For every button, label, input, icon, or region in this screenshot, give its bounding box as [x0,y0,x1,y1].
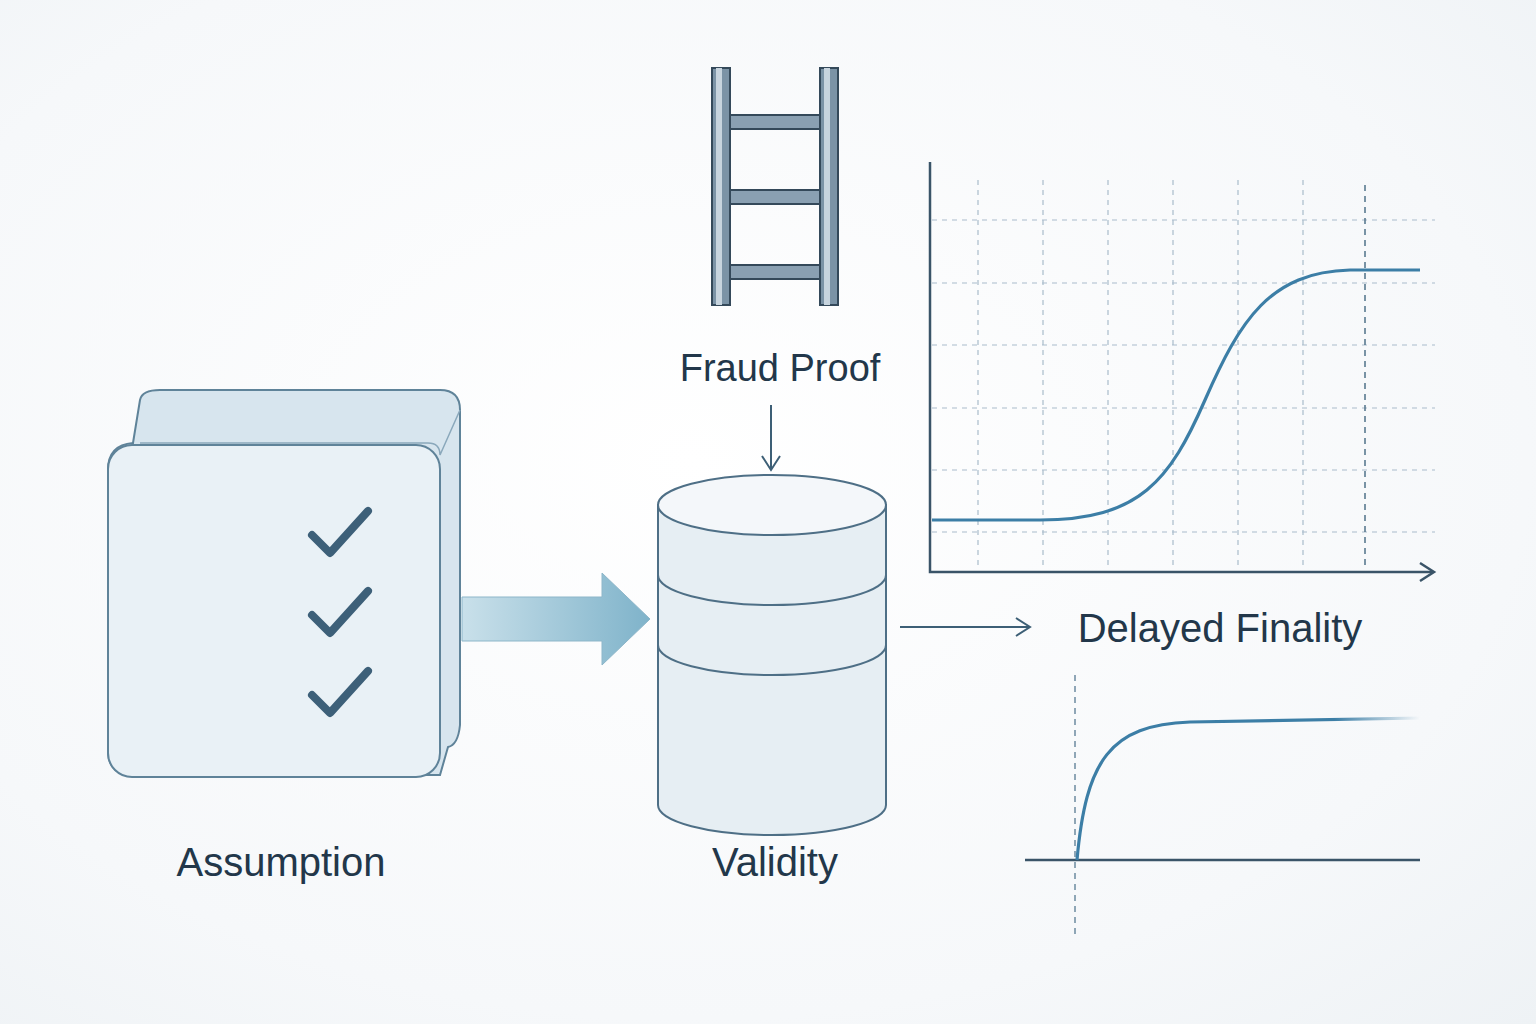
box-shape [100,385,462,905]
connector-arrow [762,405,780,470]
node-label: Assumption [100,840,462,885]
node-label: Validity [650,840,900,885]
connector-arrow [900,618,1030,636]
cylinder-node: Validity [650,470,900,900]
step-chart [1025,675,1420,935]
ladder-node: Fraud Proof [660,55,900,405]
node-label: Fraud Proof [660,347,900,390]
cylinder-shape [650,470,900,900]
sigmoid-chart [930,162,1435,581]
box-node: Assumption [100,385,462,905]
block-arrow [462,573,650,665]
node-label: Delayed Finality [1030,606,1410,651]
label-node: Delayed Finality [1030,598,1410,662]
